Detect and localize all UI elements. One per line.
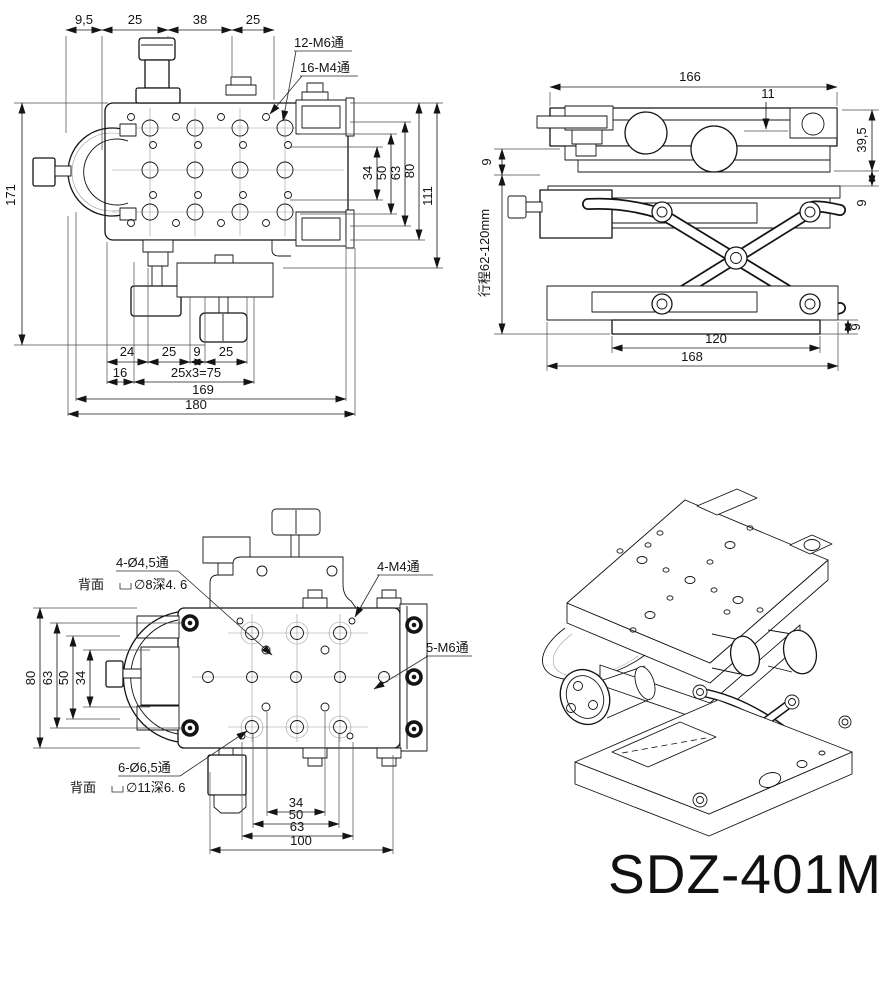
dim-label: 行程62-120mm: [477, 209, 492, 297]
isometric-view: [542, 488, 853, 837]
dim-label: 120: [705, 331, 727, 346]
dim-label: 169: [192, 382, 214, 397]
dim-label: 63: [290, 819, 304, 834]
iso-base-top: [574, 699, 853, 815]
side-motor-block: [539, 189, 613, 239]
iso-plate-top: [566, 499, 829, 664]
plan-left-dim: 171: [3, 102, 205, 346]
plan-plate: [104, 102, 349, 241]
dim-label: 11: [761, 86, 775, 101]
plan-hex-screw: [306, 82, 324, 93]
side-dims: 166 11 39,5 9 9 行程62-120mm 9 120 168: [477, 69, 879, 371]
dim-label: 9: [854, 199, 869, 206]
plan-view: 12-M6通 16-M4通 9,5 25 38 25 171: [3, 12, 443, 418]
plan-bottom-knob: [130, 285, 182, 317]
dim-label: 171: [3, 184, 18, 206]
hole-callout: 16-M4通: [300, 60, 350, 75]
iso-holes: [616, 525, 764, 633]
plan-leaders: 12-M6通 16-M4通: [269, 35, 358, 122]
side-adjust-rod: [536, 115, 608, 129]
dim-label: 24: [120, 344, 134, 359]
dim-label: 111: [420, 186, 435, 206]
front-screws: [181, 614, 423, 738]
front-bottom-knob: [207, 754, 247, 796]
dim-label: 168: [681, 349, 703, 364]
plan-hex-screw: [230, 76, 252, 86]
dim-label: 38: [193, 12, 207, 27]
counterbore-symbol: [119, 583, 132, 590]
dim-label: 9: [193, 344, 200, 359]
counterbore-symbol: [111, 786, 124, 793]
front-left-knob: [105, 660, 124, 688]
front-counterbore-holes: [240, 621, 352, 739]
hole-callout: 12-M6通: [294, 35, 344, 50]
dim-label: 16: [113, 365, 127, 380]
dim-label: 39,5: [854, 127, 869, 152]
plan-handle-inner: [83, 138, 129, 206]
side-base-plate: [611, 319, 821, 335]
dim-label: 25: [128, 12, 142, 27]
dim-label: 9,5: [75, 12, 93, 27]
dim-label: 25x3=75: [171, 365, 221, 380]
dim-label: 50: [374, 166, 389, 180]
dim-label: 34: [73, 671, 88, 685]
hole-callout: 背面: [70, 780, 96, 795]
dim-label: 80: [23, 671, 38, 685]
dim-label: 9: [848, 323, 863, 330]
iso-knob-cylinders: [711, 629, 818, 677]
front-left-dims: 80 63 50 34: [23, 607, 183, 749]
hole-callout: 背面: [78, 577, 104, 592]
dim-label: 80: [402, 164, 417, 178]
front-callouts: 4-Ø4,5通 背面 ∅8深4. 6 4-M4通 5-M6通 6-Ø6,5通 背…: [70, 555, 472, 795]
side-view: 166 11 39,5 9 9 行程62-120mm 9 120 168: [477, 69, 879, 371]
plan-bottom-knob2: [199, 312, 248, 343]
hole-callout: 5-M6通: [426, 640, 469, 655]
hole-callout: 4-Ø4,5通: [116, 555, 169, 570]
plan-m4-holes: [127, 113, 292, 227]
front-m6-holes: [202, 671, 390, 683]
dim-label: 25: [162, 344, 176, 359]
front-view: 4-Ø4,5通 背面 ∅8深4. 6 4-M4通 5-M6通 6-Ø6,5通 背…: [23, 508, 472, 854]
plan-right-dims: 34 50 63 80 111: [283, 102, 443, 269]
hole-callout: ∅8深4. 6: [134, 577, 187, 592]
front-m4-holes: [261, 645, 330, 712]
dim-label: 63: [40, 671, 55, 685]
side-knob-1: [624, 111, 668, 155]
dim-label: 63: [388, 166, 403, 180]
hole-callout: 4-M4通: [377, 559, 420, 574]
iso-handle: [542, 627, 646, 681]
front-bottom-dims: 34 50 63 100: [209, 712, 394, 854]
side-knob-2: [690, 125, 738, 173]
dim-label: 25: [246, 12, 260, 27]
hole-callout: ∅11深6. 6: [126, 780, 186, 795]
dim-label: 34: [360, 166, 375, 180]
plan-left-knob: [32, 157, 56, 187]
dim-label: 9: [479, 158, 494, 165]
dim-label: 100: [290, 833, 312, 848]
dim-label: 25: [219, 344, 233, 359]
hole-callout: 6-Ø6,5通: [118, 760, 171, 775]
iso-rotary-knob: [559, 665, 656, 726]
model-title: SDZ-401M: [608, 843, 882, 905]
plan-top-knob: [138, 37, 176, 61]
dim-label: 50: [56, 671, 71, 685]
dim-label: 34: [289, 795, 303, 810]
plan-top-dims: 9,5 25 38 25: [65, 12, 275, 150]
side-pivot-nuts: [651, 201, 821, 315]
dim-label: 180: [185, 397, 207, 412]
plan-bottom-dims: 24 25 9 25 16 25x3=75 169 180: [67, 212, 356, 418]
dim-label: 166: [679, 69, 701, 84]
dim-label: 50: [289, 807, 303, 822]
plan-handle-outer: [67, 127, 129, 217]
